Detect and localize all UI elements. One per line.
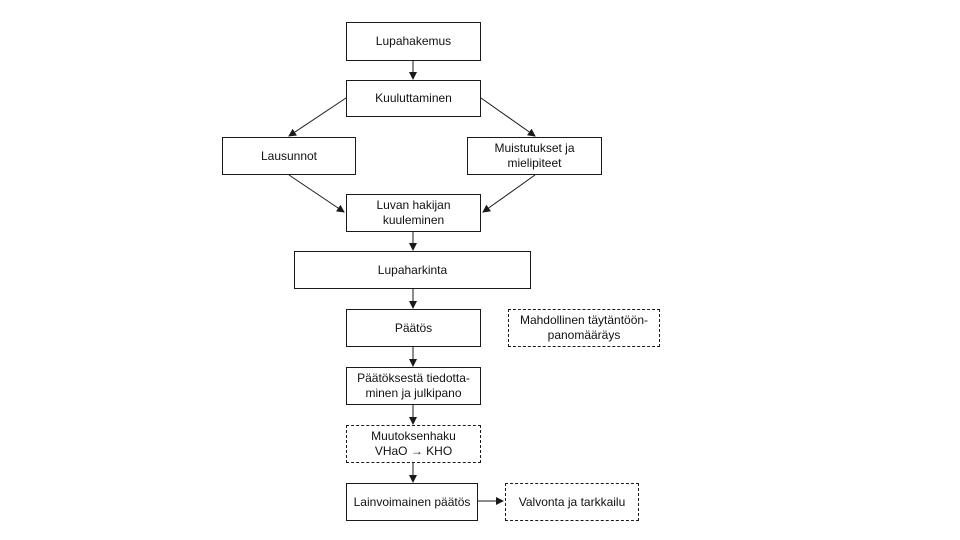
node-label: Muutoksenhaku VHaO → KHO bbox=[371, 429, 456, 458]
node-lainvoimainen: Lainvoimainen päätös bbox=[346, 483, 478, 521]
node-valvonta: Valvonta ja tarkkailu bbox=[505, 483, 639, 521]
node-label: Luvan hakijan kuuleminen bbox=[376, 198, 451, 227]
edge-muistutukset-kuuleminen bbox=[482, 174, 536, 213]
node-label: Lupahakemus bbox=[375, 34, 452, 48]
node-label: Kuuluttaminen bbox=[375, 91, 452, 105]
node-lausunnot: Lausunnot bbox=[222, 137, 356, 175]
node-label: Päätös bbox=[394, 320, 433, 335]
node-tiedottaminen: Päätöksestä tiedotta- minen ja julkipano bbox=[346, 367, 481, 405]
node-label: Päätöksestä tiedotta- minen ja julkipano bbox=[357, 371, 470, 400]
edge-lausunnot-kuuleminen bbox=[288, 174, 345, 213]
node-kuuleminen: Luvan hakijan kuuleminen bbox=[346, 194, 481, 232]
node-taytantoonpano: Mahdollinen täytäntöön- panomääräys bbox=[508, 309, 660, 347]
node-label: Lausunnot bbox=[260, 148, 318, 163]
node-muistutukset: Muistutukset ja mielipiteet bbox=[467, 137, 602, 175]
edge-kuuluttaminen-muistutukset bbox=[480, 97, 536, 137]
node-paatos: Päätös bbox=[346, 309, 481, 347]
node-kuuluttaminen: Kuuluttaminen bbox=[346, 80, 481, 117]
node-label: Lupaharkinta bbox=[377, 262, 448, 277]
node-lupahakemus: Lupahakemus bbox=[346, 22, 481, 61]
node-label: Muistutukset ja mielipiteet bbox=[494, 141, 575, 170]
node-label: Lainvoimainen päätös bbox=[353, 494, 471, 509]
edge-kuuluttaminen-lausunnot bbox=[288, 97, 347, 137]
node-lupaharkinta: Lupaharkinta bbox=[294, 251, 531, 289]
node-muutoksenhaku: Muutoksenhaku VHaO → KHO bbox=[346, 425, 481, 463]
node-label: Mahdollinen täytäntöön- panomääräys bbox=[519, 313, 649, 342]
node-label: Valvonta ja tarkkailu bbox=[518, 494, 626, 509]
